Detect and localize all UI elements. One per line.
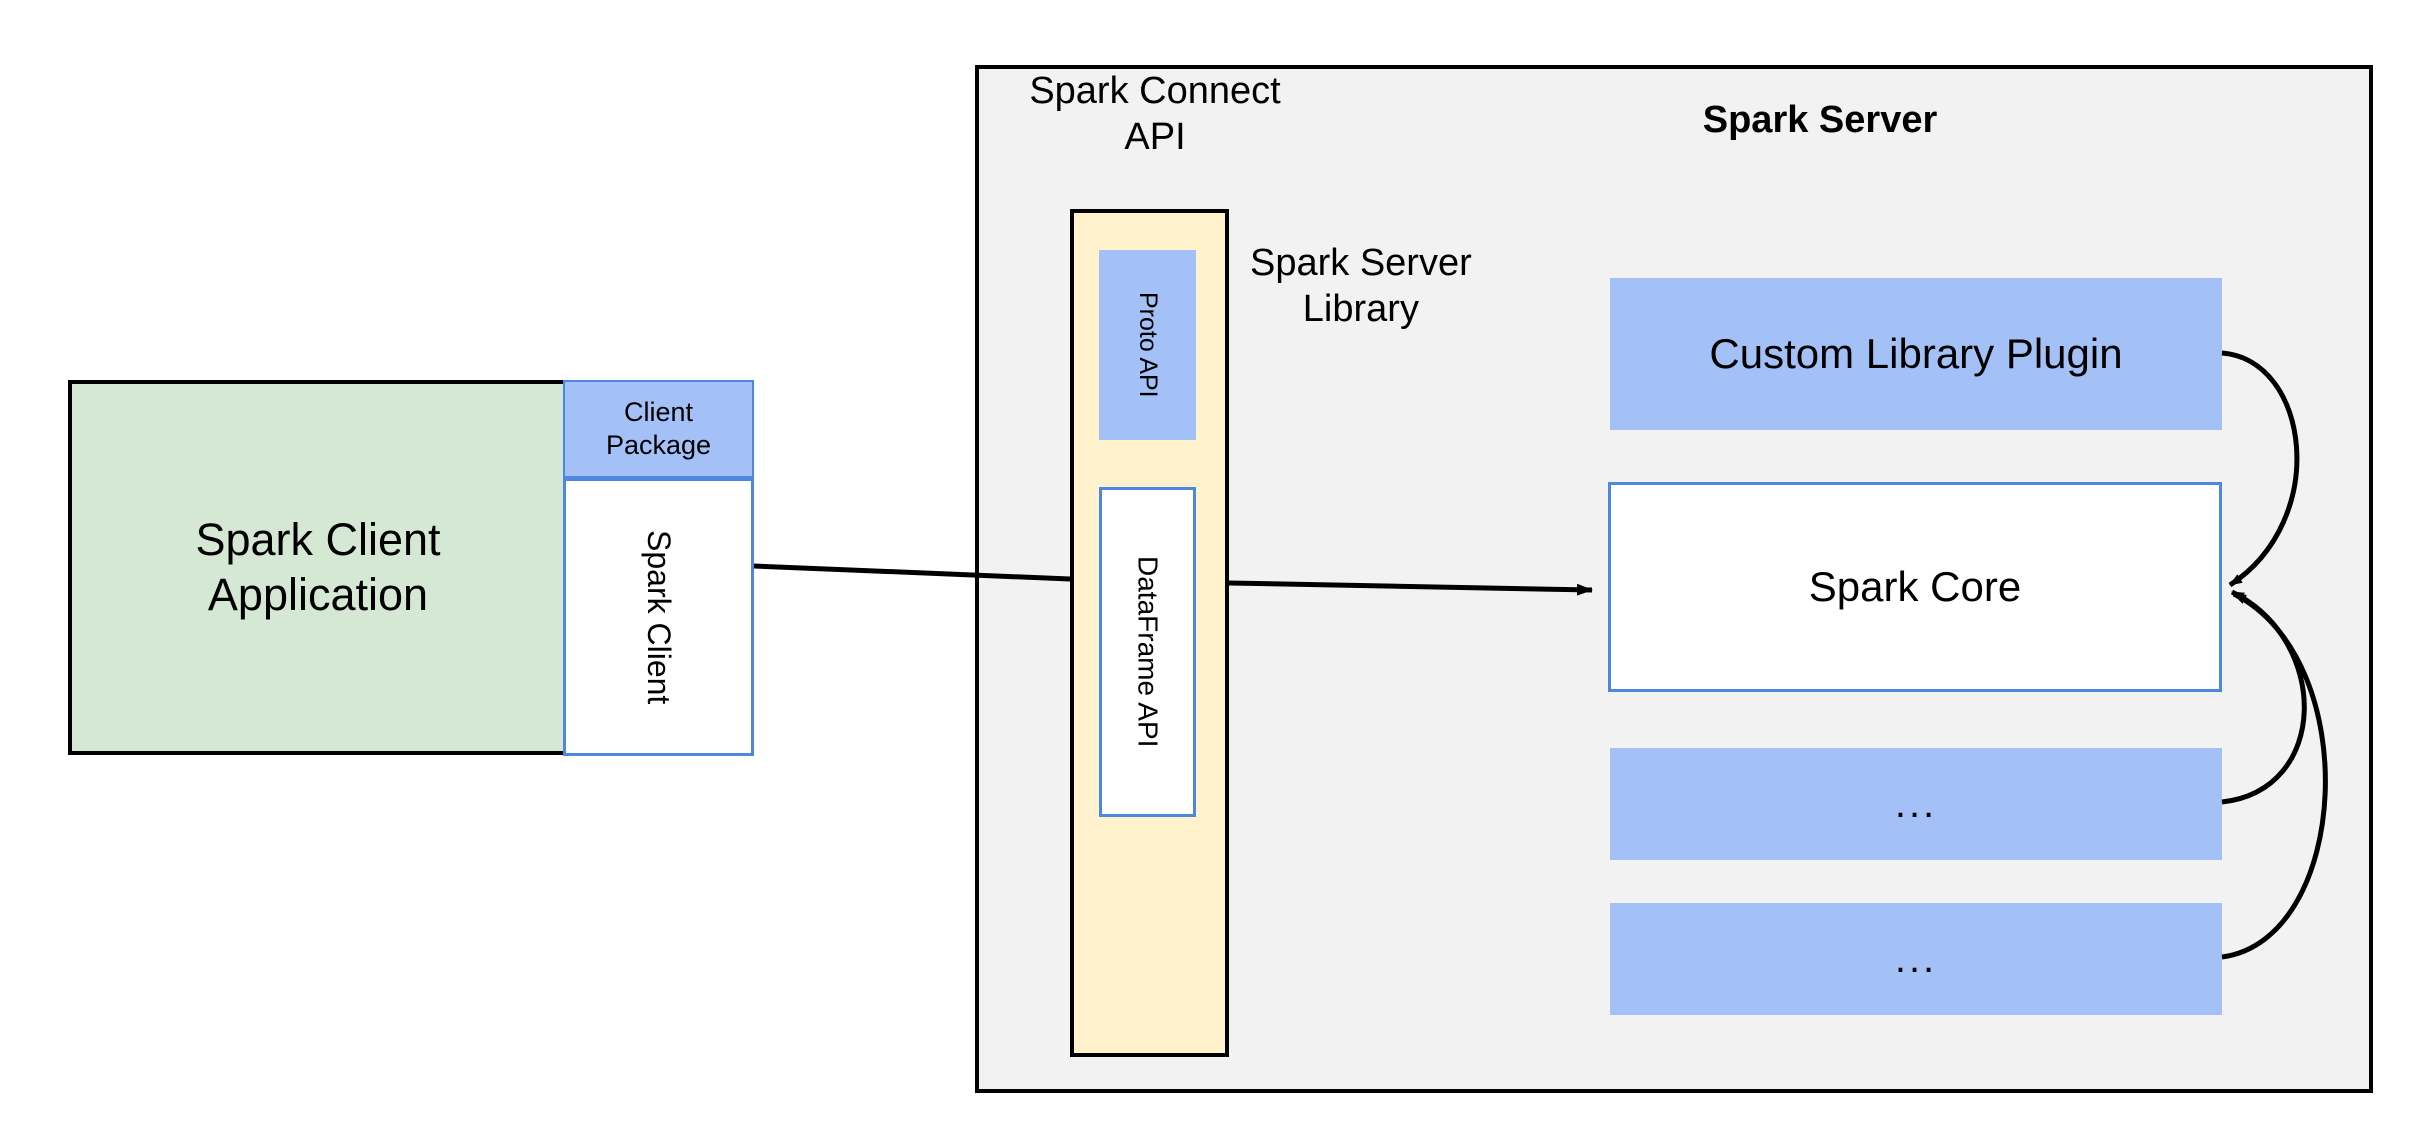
spark-connect-api-text: Spark Connect API <box>1029 70 1281 159</box>
plugin-placeholder-one-box: ... <box>1610 748 2222 860</box>
dataframe-api-box: DataFrame API <box>1099 487 1196 817</box>
plugin-placeholder-two-box: ... <box>1610 903 2222 1015</box>
spark-server-library-text: Spark Server Library <box>1250 242 1472 331</box>
proto-api-box: Proto API <box>1099 250 1196 440</box>
spark-client-box: Spark Client <box>563 478 754 756</box>
proto-api-label: Proto API <box>1133 292 1162 398</box>
client-package-box: Client Package <box>563 380 754 478</box>
spark-server-library-label: Spark Server Library <box>1250 240 1530 332</box>
plugin-placeholder-one-label: ... <box>1894 781 1938 826</box>
spark-connect-api-label: Spark Connect API <box>1010 68 1300 160</box>
dataframe-api-label: DataFrame API <box>1132 556 1164 748</box>
client-package-label: Client Package <box>605 397 712 460</box>
plugin-placeholder-two-label: ... <box>1894 936 1938 981</box>
spark-server-title: Spark Server <box>1660 96 1980 144</box>
spark-core-box: Spark Core <box>1608 482 2222 692</box>
spark-client-label: Spark Client <box>641 529 678 705</box>
spark-client-application-box: Spark Client Application <box>68 380 568 755</box>
custom-library-plugin-label: Custom Library Plugin <box>1709 330 2123 378</box>
spark-server-title-text: Spark Server <box>1702 98 1938 141</box>
spark-client-application-label: Spark Client Application <box>195 513 441 620</box>
custom-library-plugin-box: Custom Library Plugin <box>1610 278 2222 430</box>
spark-core-label: Spark Core <box>1808 563 2022 611</box>
